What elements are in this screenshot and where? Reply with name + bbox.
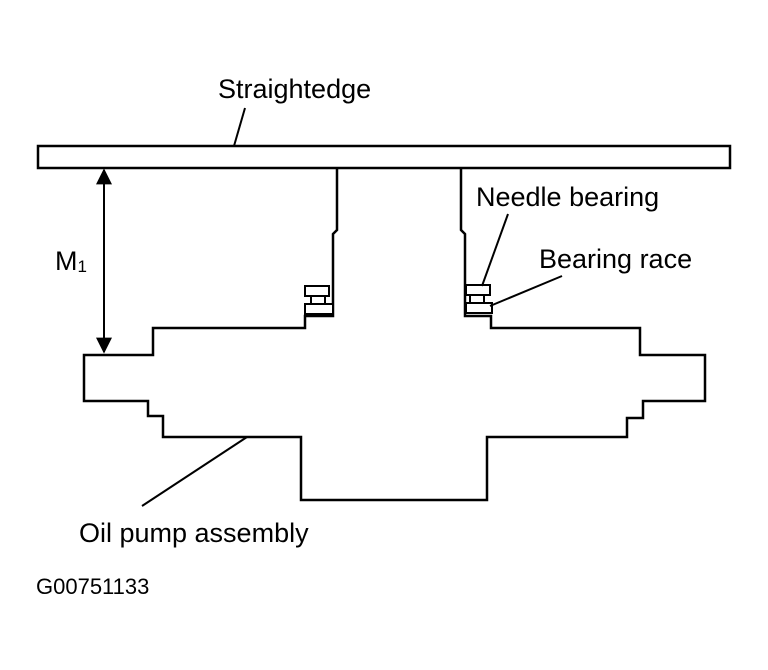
straightedge-label: Straightedge (218, 74, 371, 104)
oil-pump-body (82, 168, 707, 502)
bearing-race-label: Bearing race (539, 244, 692, 274)
left-bearing-roller (310, 295, 326, 305)
m1-label-subscript: 1 (78, 257, 87, 276)
needle-bearing-label: Needle bearing (476, 182, 659, 212)
right-bearing (465, 284, 493, 314)
m1-label: M1 (55, 246, 87, 276)
right-bearing-race (465, 302, 493, 314)
left-needle-bearing (304, 285, 330, 297)
left-bearing-race (304, 303, 334, 315)
oil-pump-leader-line (141, 436, 248, 507)
oil-pump-assembly-label: Oil pump assembly (79, 518, 309, 548)
bearing-race-leader-line (489, 275, 563, 307)
left-bearing (304, 285, 334, 315)
figure-code: G00751133 (36, 574, 149, 599)
right-needle-bearing (465, 284, 491, 296)
straightedge-leader-line (233, 107, 246, 147)
needle-bearing-leader-line (481, 213, 509, 287)
m1-label-main: M (55, 246, 78, 276)
straightedge-bar (36, 144, 732, 170)
right-bearing-roller (469, 294, 485, 304)
